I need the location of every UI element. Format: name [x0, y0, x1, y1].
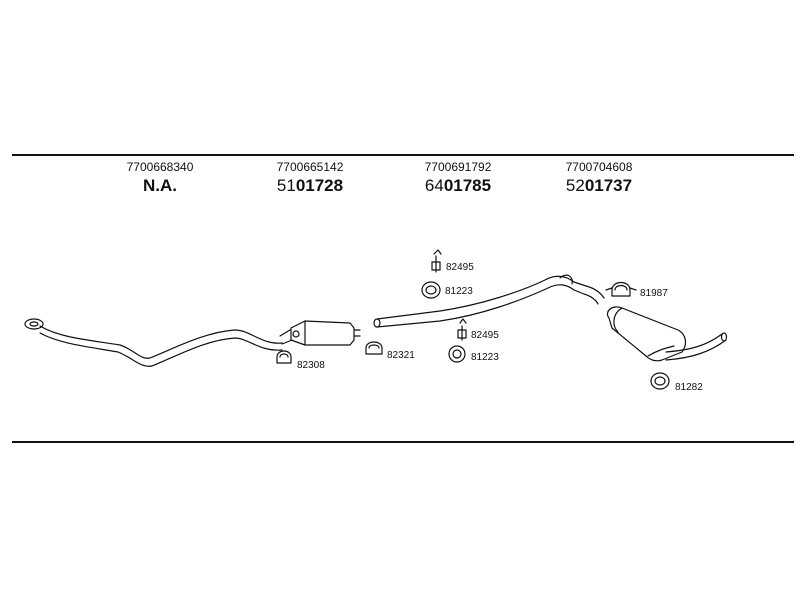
- label-81987: 81987: [640, 288, 668, 299]
- part-code: N.A.: [143, 176, 177, 195]
- label-81223-top: 81223: [445, 286, 473, 297]
- label-81282: 81282: [675, 382, 703, 393]
- intermediate-pipe: [373, 274, 605, 328]
- header-col-4: 7700704608 5201737: [524, 160, 674, 196]
- clamp-82308: [276, 350, 292, 364]
- ring-81223-mid: [448, 345, 466, 363]
- oe-number: 7700668340: [126, 160, 194, 174]
- header-col-2: 7700665142 5101728: [235, 160, 385, 196]
- oe-number: 7700691792: [424, 160, 492, 174]
- part-code: 5201737: [565, 176, 633, 195]
- bottom-rule: [12, 441, 794, 443]
- label-82495-mid: 82495: [471, 330, 499, 341]
- ring-81282: [650, 372, 670, 390]
- oe-number: 7700665142: [276, 160, 344, 174]
- label-81223-mid: 81223: [471, 352, 499, 363]
- label-82321: 82321: [387, 350, 415, 361]
- front-pipe: [24, 318, 283, 367]
- label-82495-top: 82495: [446, 262, 474, 273]
- header-col-3: 7700691792 6401785: [383, 160, 533, 196]
- bolt-82495-mid: [457, 318, 467, 341]
- oe-number: 7700704608: [565, 160, 633, 174]
- bolt-82495-top: [431, 249, 442, 273]
- top-rule: [12, 154, 794, 156]
- part-code: 6401785: [424, 176, 492, 195]
- center-muffler: [279, 320, 361, 346]
- rear-muffler: [606, 306, 728, 362]
- header-col-1: 7700668340 N.A.: [85, 160, 235, 196]
- ring-81223-top: [421, 281, 441, 299]
- clamp-82321: [365, 341, 383, 355]
- clamp-81987: [605, 281, 637, 297]
- label-82308: 82308: [297, 360, 325, 371]
- part-code: 5101728: [276, 176, 344, 195]
